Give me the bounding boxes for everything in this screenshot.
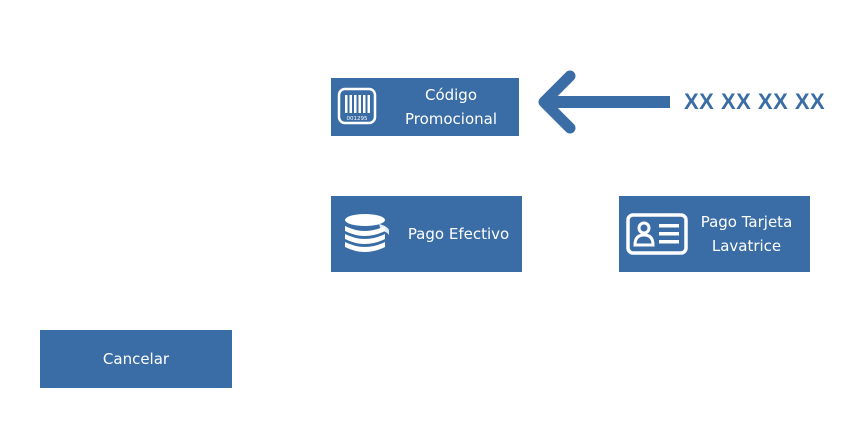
arrow-left-icon bbox=[538, 70, 670, 134]
barcode-icon: 001295 bbox=[337, 87, 377, 125]
promo-code-text: XX XX XX XX bbox=[684, 89, 826, 114]
cash-payment-button[interactable]: Pago Efectivo bbox=[331, 196, 522, 272]
coin-stack-icon bbox=[345, 214, 389, 252]
cancel-button[interactable]: Cancelar bbox=[40, 330, 232, 388]
cash-payment-label: Pago Efectivo bbox=[407, 225, 510, 243]
promo-code-label: Código Promocional bbox=[404, 86, 498, 128]
cancel-label: Cancelar bbox=[102, 350, 170, 368]
card-payment-button[interactable]: Pago Tarjeta Lavatrice bbox=[619, 196, 810, 272]
promo-code-button[interactable]: 001295 Código Promocional bbox=[331, 78, 519, 136]
card-payment-label: Pago Tarjeta Lavatrice bbox=[700, 213, 793, 255]
barcode-number: 001295 bbox=[347, 116, 368, 122]
id-card-icon bbox=[626, 213, 688, 255]
